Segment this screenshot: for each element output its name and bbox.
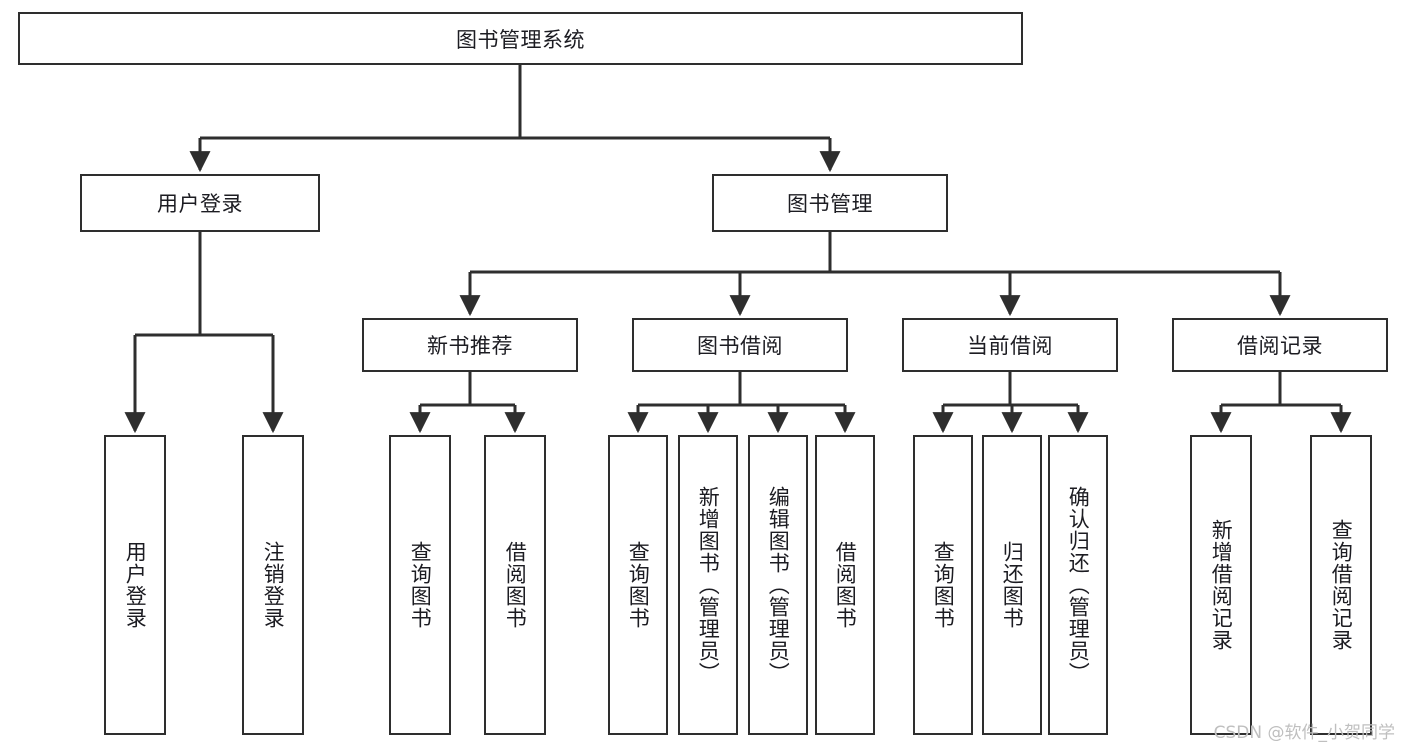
node-leaf-user-login-label: 用户登录	[123, 541, 148, 629]
node-book-manage[interactable]: 图书管理	[712, 174, 948, 232]
node-leaf-query-book-2-label: 查询图书	[626, 541, 651, 629]
node-leaf-return-book[interactable]: 归还图书	[982, 435, 1042, 735]
node-new-book-recommend-label: 新书推荐	[427, 334, 513, 358]
node-leaf-borrow-book-1[interactable]: 借阅图书	[484, 435, 546, 735]
node-leaf-query-borrow-record[interactable]: 查询借阅记录	[1310, 435, 1372, 735]
node-book-manage-label: 图书管理	[787, 192, 873, 216]
node-leaf-query-book-3[interactable]: 查询图书	[913, 435, 973, 735]
node-new-book-recommend[interactable]: 新书推荐	[362, 318, 578, 372]
node-user-login[interactable]: 用户登录	[80, 174, 320, 232]
node-leaf-query-book-3-label: 查询图书	[931, 541, 956, 629]
node-book-borrow-label: 图书借阅	[697, 334, 783, 358]
node-leaf-edit-book-label: 编辑图书（管理员）	[766, 486, 791, 684]
node-leaf-user-logout[interactable]: 注销登录	[242, 435, 304, 735]
node-borrow-record[interactable]: 借阅记录	[1172, 318, 1388, 372]
node-leaf-query-borrow-record-label: 查询借阅记录	[1329, 519, 1354, 651]
node-leaf-query-book-1-label: 查询图书	[408, 541, 433, 629]
node-leaf-confirm-return[interactable]: 确认归还（管理员）	[1048, 435, 1108, 735]
node-leaf-return-book-label: 归还图书	[1000, 541, 1025, 629]
node-current-borrow[interactable]: 当前借阅	[902, 318, 1118, 372]
node-leaf-query-book-1[interactable]: 查询图书	[389, 435, 451, 735]
node-leaf-add-book-label: 新增图书（管理员）	[696, 486, 721, 684]
node-leaf-confirm-return-label: 确认归还（管理员）	[1066, 486, 1091, 684]
node-leaf-query-book-2[interactable]: 查询图书	[608, 435, 668, 735]
node-leaf-add-borrow-record-label: 新增借阅记录	[1209, 519, 1234, 651]
node-leaf-borrow-book-2[interactable]: 借阅图书	[815, 435, 875, 735]
node-borrow-record-label: 借阅记录	[1237, 334, 1323, 358]
node-leaf-add-borrow-record[interactable]: 新增借阅记录	[1190, 435, 1252, 735]
node-current-borrow-label: 当前借阅	[967, 334, 1053, 358]
node-user-login-label: 用户登录	[157, 192, 243, 216]
node-leaf-add-book[interactable]: 新增图书（管理员）	[678, 435, 738, 735]
node-root-label: 图书管理系统	[456, 27, 585, 52]
node-root[interactable]: 图书管理系统	[18, 12, 1023, 65]
node-leaf-user-login[interactable]: 用户登录	[104, 435, 166, 735]
node-book-borrow[interactable]: 图书借阅	[632, 318, 848, 372]
node-leaf-borrow-book-1-label: 借阅图书	[503, 541, 528, 629]
node-leaf-edit-book[interactable]: 编辑图书（管理员）	[748, 435, 808, 735]
node-leaf-user-logout-label: 注销登录	[261, 541, 286, 629]
node-leaf-borrow-book-2-label: 借阅图书	[833, 541, 858, 629]
